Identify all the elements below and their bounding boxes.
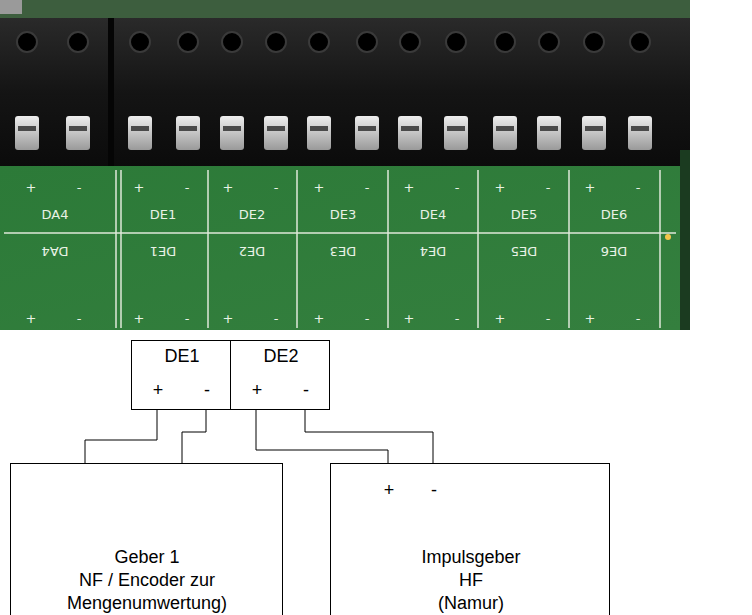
polarity-mark: - [303, 381, 309, 401]
polarity-mark: + [223, 181, 234, 194]
terminal-name: DE5 [511, 208, 538, 221]
terminal-box: DE1+ - [131, 340, 231, 410]
terminal-name: DA4 [42, 208, 69, 221]
terminal-name: DA4 [42, 245, 69, 258]
box-text: Impulsgeber [421, 548, 520, 568]
box-text: DE2 [263, 347, 298, 367]
polarity-mark: - [77, 181, 82, 194]
polarity-mark: - [636, 181, 641, 194]
pulse-sensor-box: + - ImpulsgeberHF (Namur) [330, 463, 610, 615]
box-text: (Namur) [438, 594, 504, 614]
box-text: Geber 1 [114, 548, 179, 568]
wire [85, 410, 157, 463]
polarity-mark: - [365, 181, 370, 194]
polarity-mark: - [431, 481, 437, 501]
polarity-mark: - [455, 312, 460, 325]
polarity-mark: + [585, 181, 596, 194]
terminal-name: DE1 [150, 208, 177, 221]
terminal-name: DE4 [420, 245, 447, 258]
polarity-mark: + [26, 312, 37, 325]
wire [305, 410, 433, 463]
wire [182, 410, 206, 463]
terminal-name: DE2 [239, 208, 266, 221]
terminal-block-photo [0, 0, 690, 330]
polarity-mark: + [26, 181, 37, 194]
polarity-mark: - [274, 181, 279, 194]
terminal-name: DE4 [420, 208, 447, 221]
polarity-mark: - [185, 312, 190, 325]
polarity-mark: + [314, 312, 325, 325]
polarity-mark: - [365, 312, 370, 325]
polarity-mark: - [546, 312, 551, 325]
polarity-mark: + [134, 181, 145, 194]
polarity-mark: - [204, 381, 210, 401]
polarity-mark: - [185, 181, 190, 194]
polarity-mark: + [314, 181, 325, 194]
terminal-name: DE5 [511, 245, 538, 258]
box-text: DE1 [164, 347, 199, 367]
polarity-mark: - [636, 312, 641, 325]
polarity-mark: - [274, 312, 279, 325]
polarity-mark: + [495, 312, 506, 325]
terminal-name: DE3 [330, 245, 357, 258]
box-text: NF / Encoder zur [79, 571, 215, 591]
polarity-mark: + [384, 481, 395, 501]
polarity-mark: + [495, 181, 506, 194]
polarity-mark: - [455, 181, 460, 194]
wire [256, 410, 388, 463]
terminal-name: DE6 [601, 208, 628, 221]
terminal-name: DE2 [239, 245, 266, 258]
polarity-mark: + [153, 381, 164, 401]
terminal-name: DE3 [330, 208, 357, 221]
polarity-mark: + [585, 312, 596, 325]
polarity-mark: - [77, 312, 82, 325]
polarity-mark: + [252, 381, 263, 401]
terminal-name: DE1 [150, 245, 177, 258]
encoder-box: Geber 1 NF / Encoder zurMengenumwertung) [10, 463, 283, 615]
terminal-name: DE6 [601, 245, 628, 258]
box-text: HF [459, 571, 483, 591]
polarity-mark: + [223, 312, 234, 325]
polarity-mark: + [134, 312, 145, 325]
polarity-mark: + [404, 181, 415, 194]
polarity-mark: - [546, 181, 551, 194]
polarity-mark: + [404, 312, 415, 325]
terminal-box: DE2+ - [230, 340, 330, 410]
box-text: Mengenumwertung) [67, 594, 227, 614]
